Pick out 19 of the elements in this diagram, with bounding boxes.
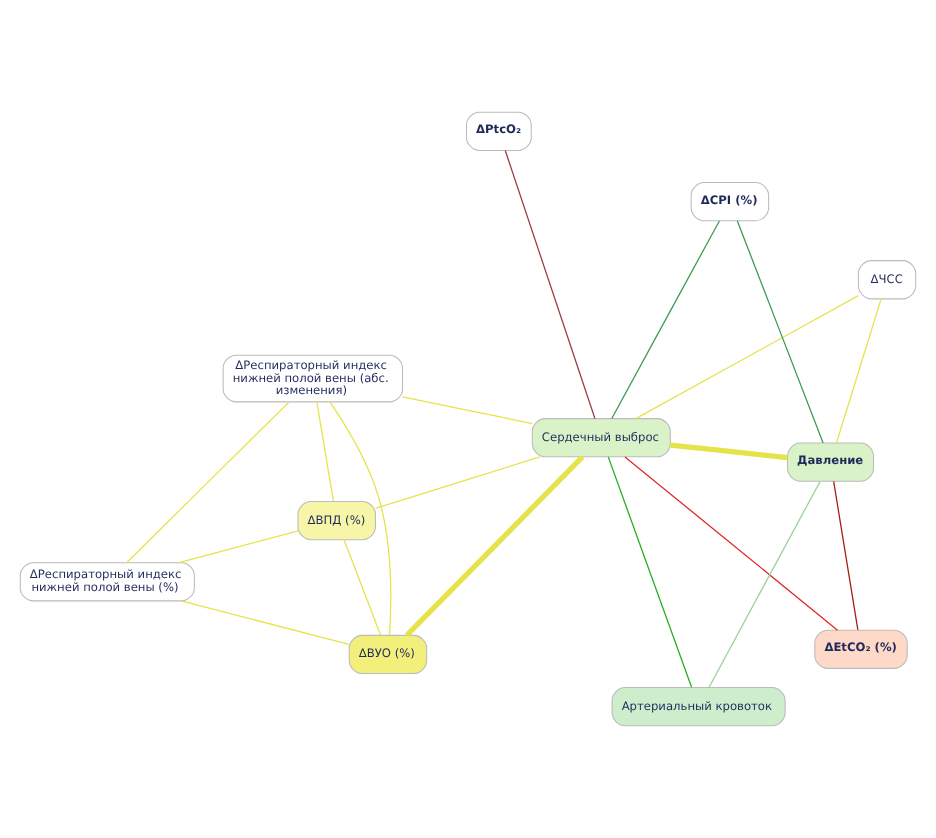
connector xyxy=(624,456,839,631)
connector xyxy=(670,442,788,461)
connector xyxy=(504,149,596,420)
connector xyxy=(833,480,859,631)
connector xyxy=(329,401,392,636)
connector xyxy=(316,401,335,502)
connector xyxy=(405,455,585,638)
connector xyxy=(374,456,541,510)
connector xyxy=(178,530,299,564)
connector xyxy=(708,480,821,688)
connector xyxy=(635,295,859,420)
connector xyxy=(611,220,720,420)
connector xyxy=(180,600,350,645)
connector xyxy=(126,401,290,564)
connector xyxy=(736,220,824,444)
connector xyxy=(835,298,882,444)
connector xyxy=(607,456,693,688)
connector xyxy=(401,396,533,425)
connector xyxy=(343,539,382,636)
